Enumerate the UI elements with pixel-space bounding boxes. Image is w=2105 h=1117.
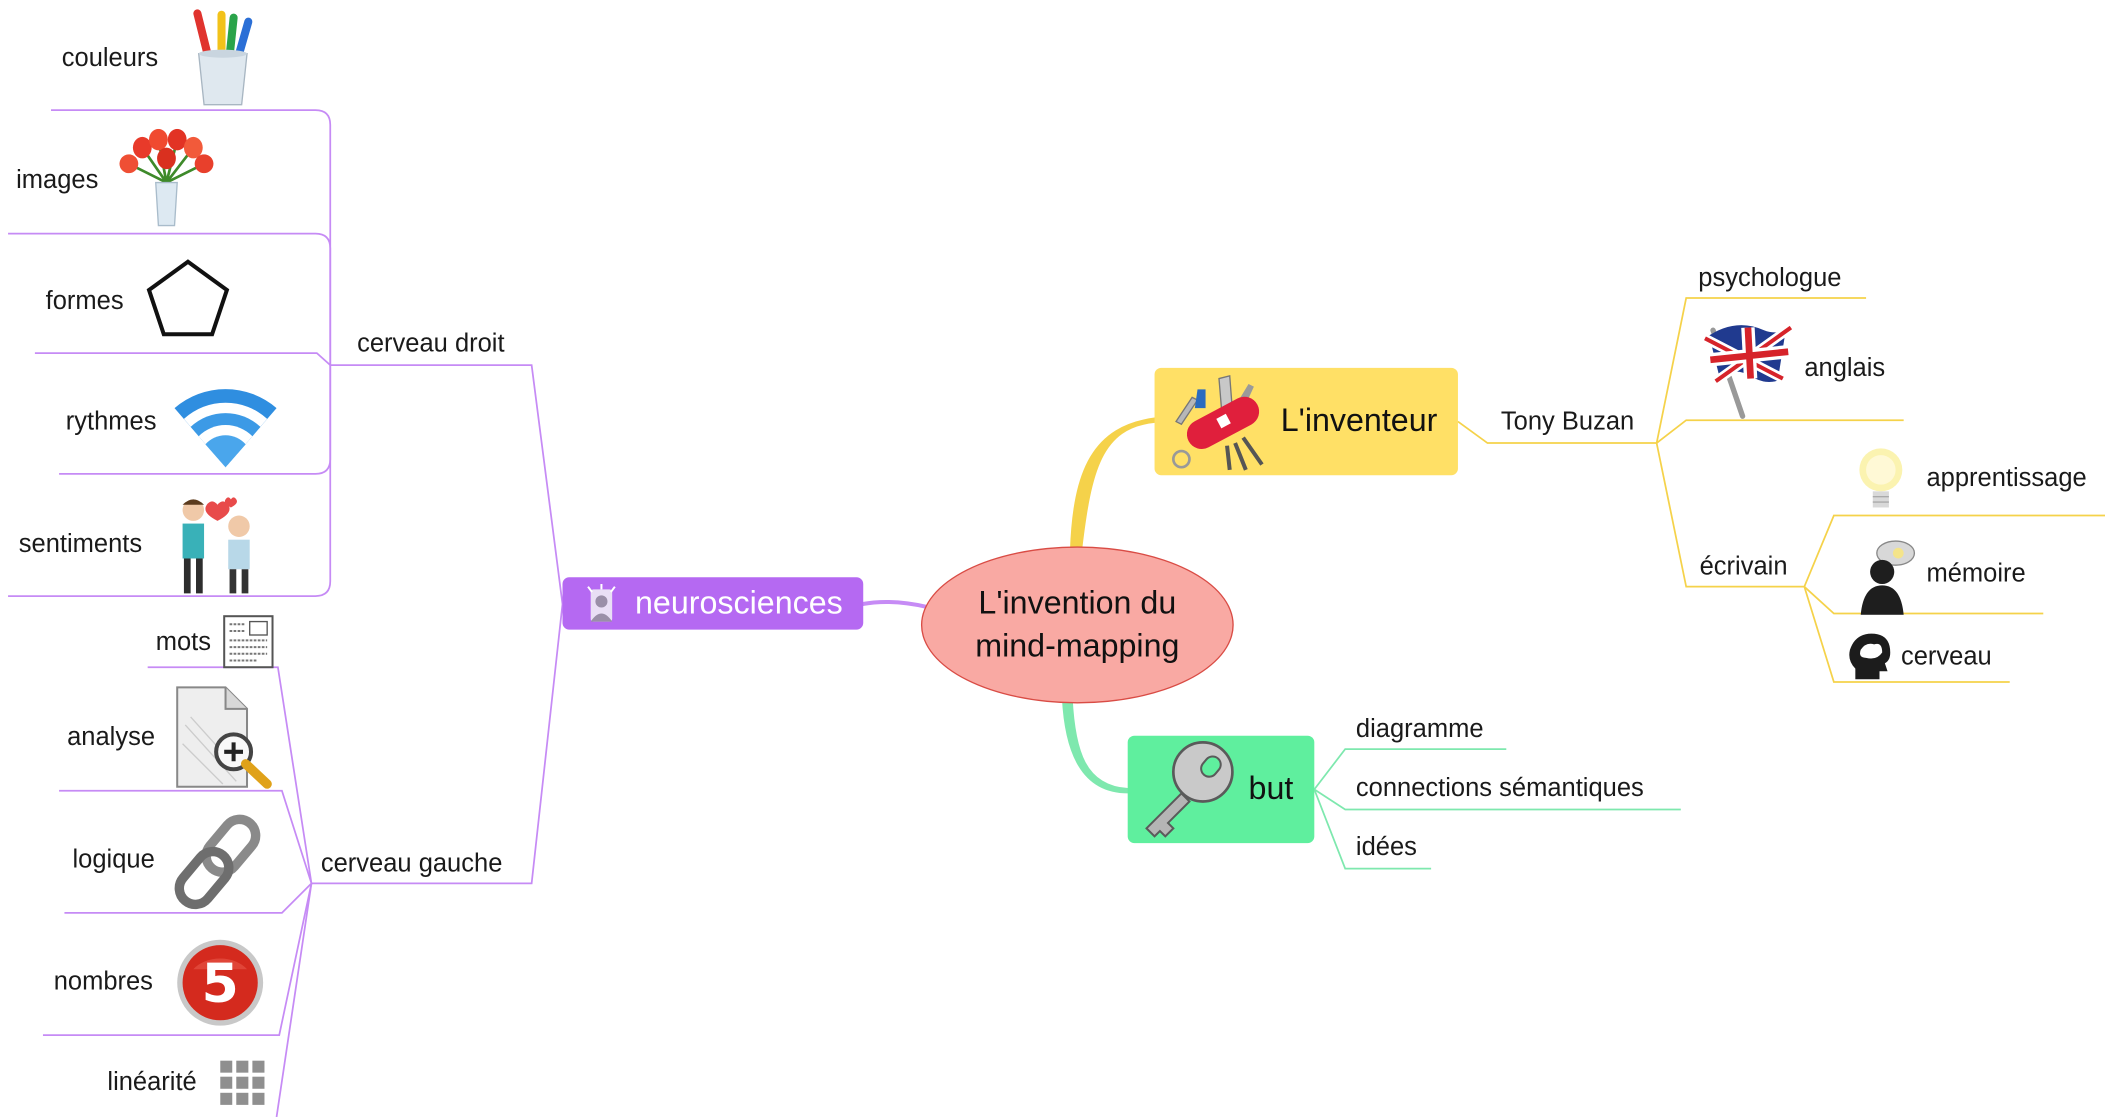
connector-tony-ecrivain	[1655, 442, 1805, 588]
connector-but-connections	[1313, 788, 1681, 811]
lightbulb-icon	[1855, 446, 1906, 523]
cerveau-label[interactable]: cerveau	[1900, 643, 1992, 672]
but-connectors	[1313, 748, 1681, 870]
connector-tony-anglais	[1656, 419, 1904, 444]
connector-gauche-nombres	[42, 883, 313, 1036]
central-topic-line-1: L'invention du	[978, 585, 1177, 622]
couleurs-label[interactable]: couleurs	[61, 44, 159, 73]
analyse-label[interactable]: analyse	[67, 723, 156, 752]
swiss-knife-icon	[1165, 371, 1272, 473]
connector-ecrivain-memoire	[1803, 586, 2044, 615]
formes-label[interactable]: formes	[45, 287, 124, 316]
neurosciences-connectors	[8, 109, 564, 1117]
sentiments-label[interactable]: sentiments	[18, 530, 143, 559]
connector-droit-images	[8, 232, 332, 366]
connector-center-inventeur	[1069, 417, 1156, 552]
brain-head-icon	[1847, 631, 1893, 689]
inventeur-node[interactable]: L'inventeur	[1154, 367, 1458, 476]
connector-gauche-mots	[147, 666, 313, 884]
memoire-label[interactable]: mémoire	[1926, 559, 2026, 589]
connector-but-idees	[1313, 789, 1432, 870]
inventeur-label: L'inventeur	[1280, 402, 1438, 439]
crayons-cup-icon	[188, 8, 258, 114]
connector-but-diagramme	[1313, 748, 1507, 790]
central-topic-line-2: mind-mapping	[975, 627, 1180, 664]
anglais-label[interactable]: anglais	[1804, 354, 1886, 383]
connector-droit-sentiments	[8, 365, 332, 597]
idees-label[interactable]: idées	[1355, 833, 1417, 862]
connector-gauche-linearite	[275, 883, 313, 1117]
connector-center-but	[1061, 696, 1130, 794]
connector-neuro-droit	[330, 364, 564, 605]
images-label[interactable]: images	[16, 166, 99, 195]
connector-neuro-gauche	[311, 604, 564, 885]
neurosciences-label: neurosciences	[635, 584, 843, 621]
central-topic[interactable]: L'invention du mind-mapping	[920, 546, 1234, 704]
connector-center-neurosciences	[861, 599, 927, 609]
grid-icon	[220, 1060, 266, 1113]
pentagon-icon	[145, 258, 231, 345]
connector-droit-bracket	[51, 109, 332, 366]
connections-semantiques-label[interactable]: connections sémantiques	[1355, 774, 1644, 803]
person-icon	[581, 583, 621, 623]
nombres-label[interactable]: nombres	[53, 967, 153, 997]
chain-link-icon	[166, 811, 273, 920]
connector-inventeur-tony	[1457, 420, 1657, 444]
linearite-label[interactable]: linéarité	[107, 1068, 197, 1097]
text-document-icon	[223, 615, 274, 675]
mots-label[interactable]: mots	[155, 628, 212, 657]
psychologue-label[interactable]: psychologue	[1698, 264, 1842, 293]
thinking-head-icon	[1850, 540, 1920, 622]
ecrivain-label[interactable]: écrivain	[1699, 553, 1788, 582]
tony-buzan-label[interactable]: Tony Buzan	[1500, 408, 1635, 437]
uk-flag-icon	[1694, 317, 1796, 431]
apprentissage-label[interactable]: apprentissage	[1926, 464, 2087, 493]
cerveau-droit-label[interactable]: cerveau droit	[357, 330, 505, 359]
number-five-icon: 5	[175, 937, 266, 1035]
rythmes-label[interactable]: rythmes	[65, 408, 157, 437]
neurosciences-node[interactable]: neurosciences	[562, 577, 864, 630]
connector-ecrivain-apprentissage	[1803, 514, 2105, 588]
inventeur-connectors	[1457, 297, 2105, 683]
connector-gauche-logique	[64, 882, 313, 914]
key-icon	[1138, 737, 1237, 842]
connector-gauche-analyse	[59, 789, 313, 884]
couple-love-icon	[164, 494, 269, 603]
cerveau-gauche-label[interactable]: cerveau gauche	[320, 849, 503, 878]
but-node[interactable]: but	[1127, 735, 1315, 844]
document-zoom-icon	[172, 685, 274, 796]
logique-label[interactable]: logique	[72, 845, 155, 874]
but-label: but	[1248, 770, 1294, 807]
diagramme-label[interactable]: diagramme	[1355, 715, 1484, 744]
connector-tony-psychologue	[1655, 297, 1867, 444]
connector-ecrivain-cerveau	[1803, 586, 2010, 683]
wifi-waves-icon	[172, 379, 279, 477]
svg-text:5: 5	[201, 952, 238, 1015]
tulips-vase-icon	[115, 128, 217, 235]
connector-droit-formes	[34, 352, 331, 366]
